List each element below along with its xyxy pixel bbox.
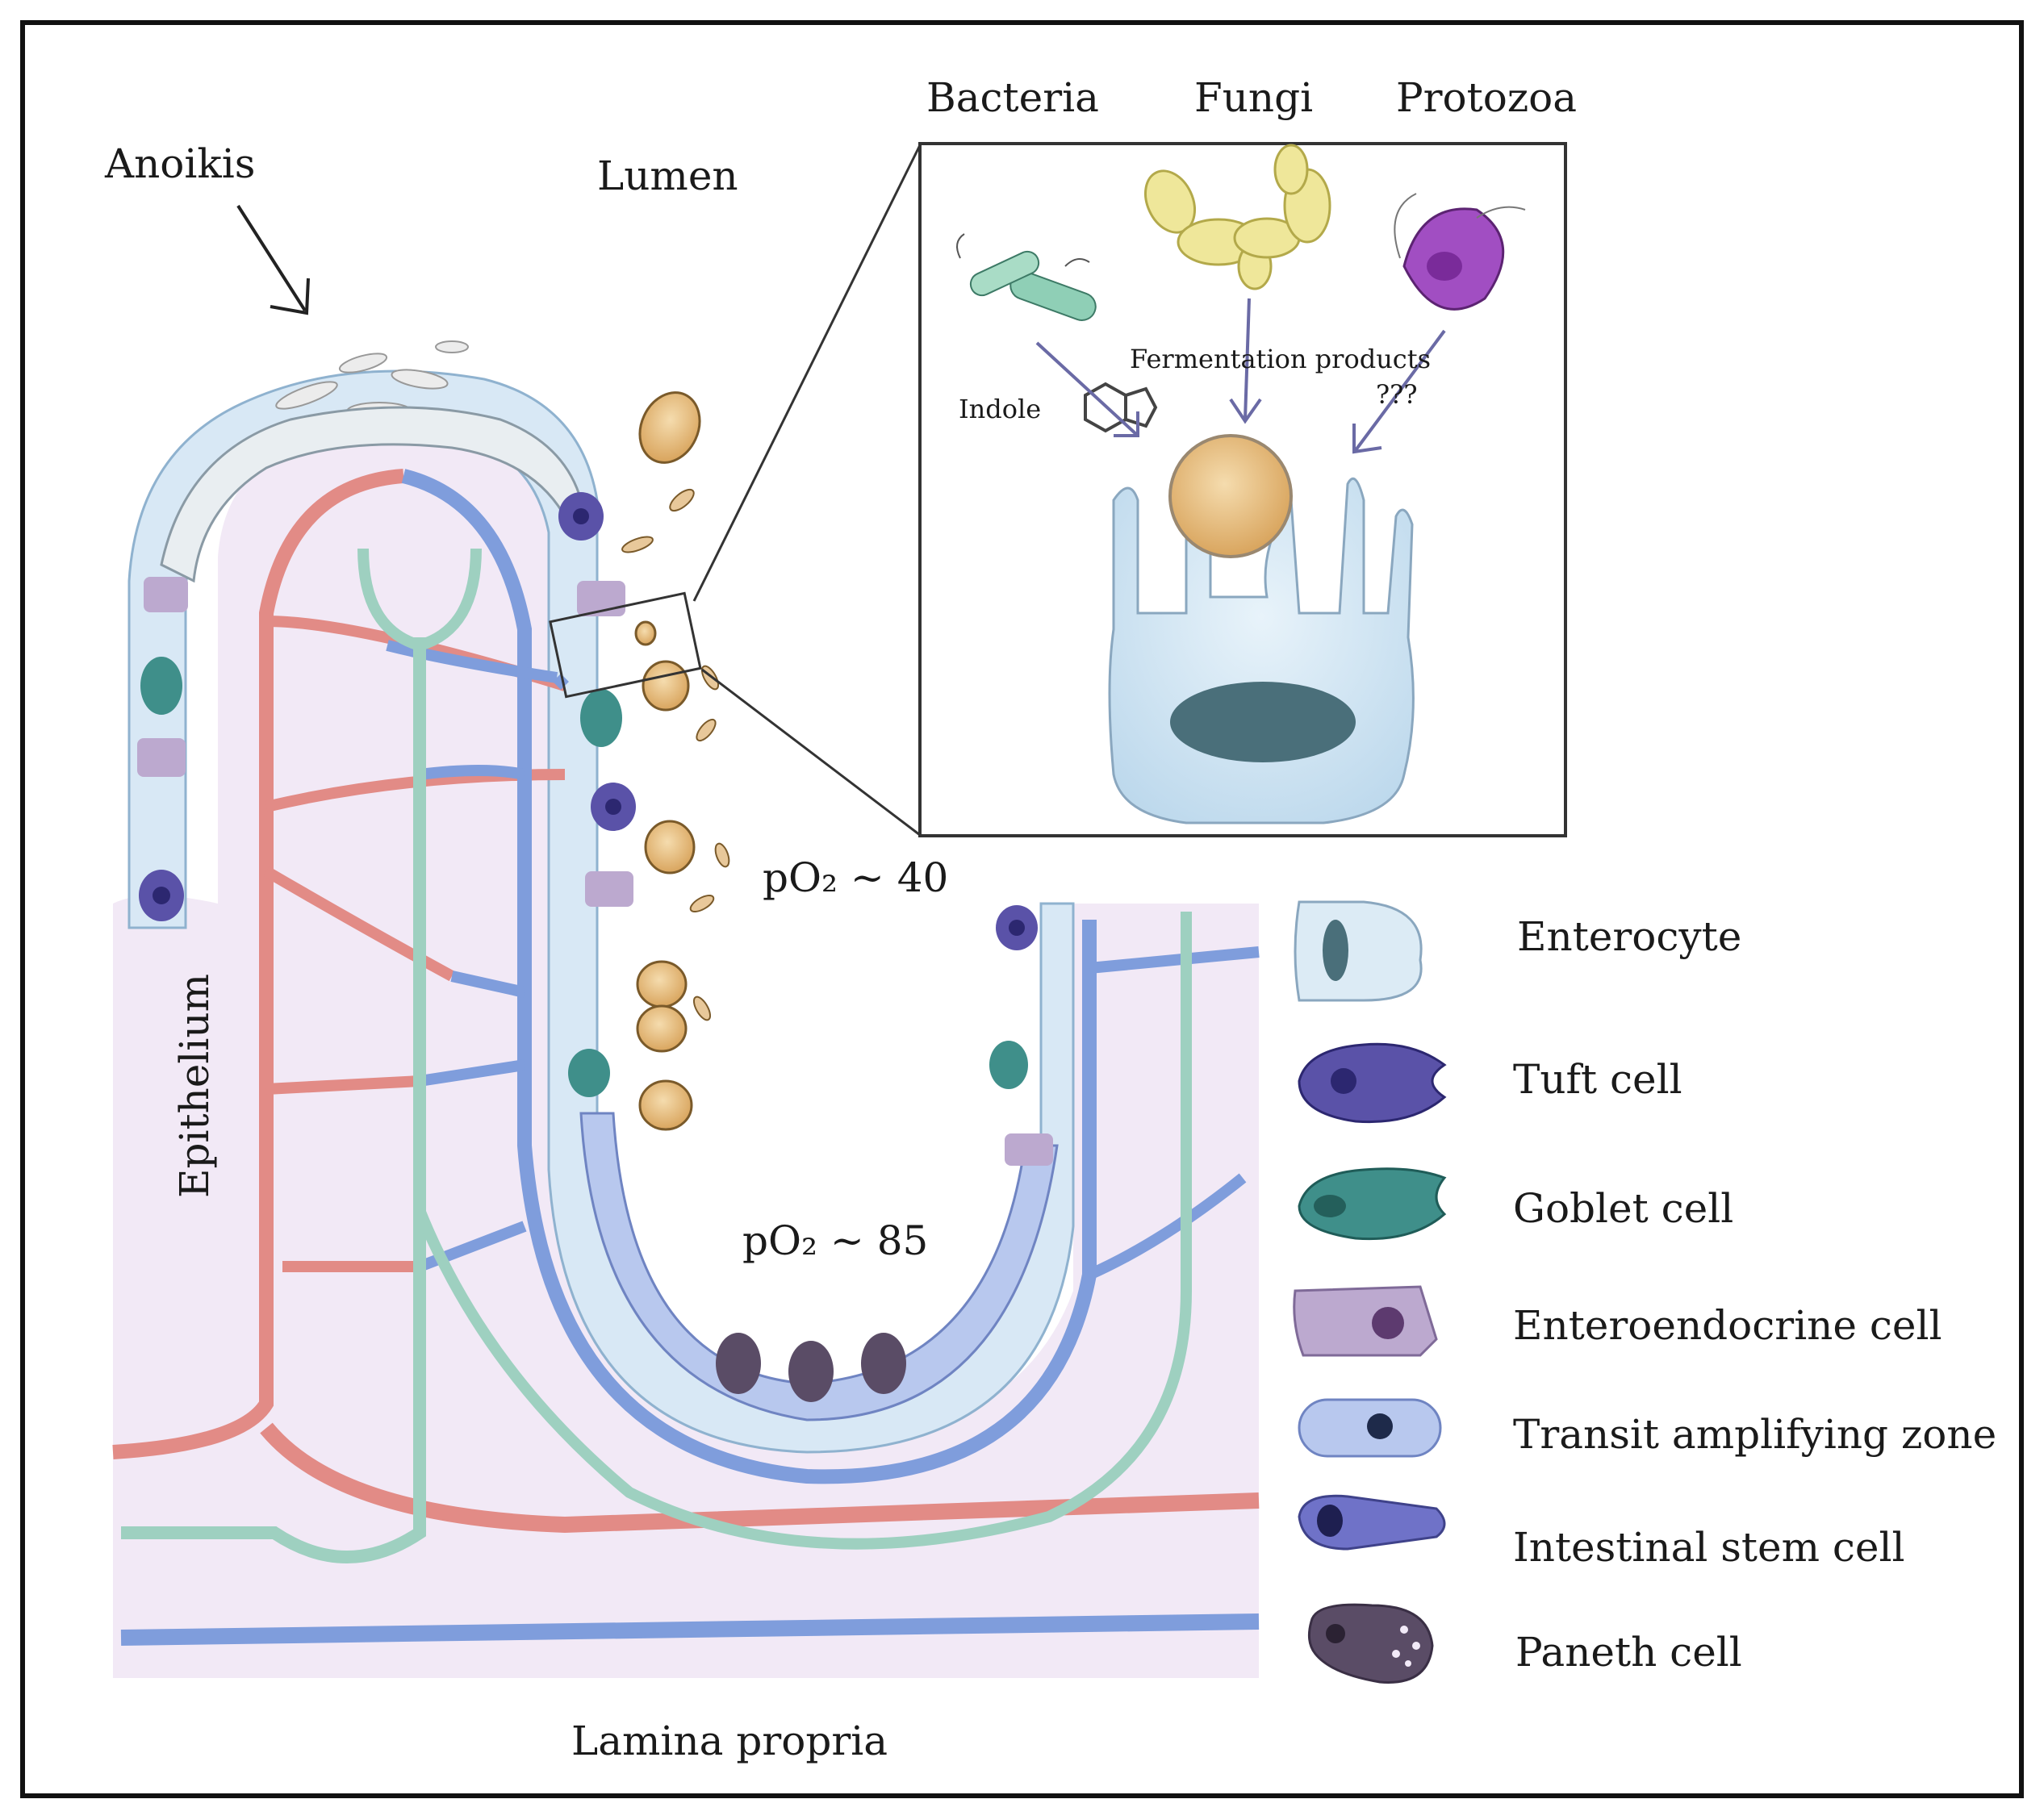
enteroendocrine-cell <box>144 577 188 612</box>
paneth-cell <box>716 1333 761 1394</box>
legend-label: Goblet cell <box>1513 1185 1733 1232</box>
lamina-propria-label: Lamina propria <box>571 1718 888 1764</box>
transit-amplifying-band <box>579 1112 1059 1421</box>
legend-item-goblet-cell: Goblet cell <box>1298 1167 1733 1241</box>
goblet-cell-icon <box>1298 1167 1447 1241</box>
fungi-label: Fungi <box>1194 74 1313 121</box>
vein-vessel <box>120 1613 1260 1646</box>
enteroendocrine-cell-icon <box>1293 1285 1438 1357</box>
paneth-cell-icon <box>1307 1603 1434 1684</box>
po2-upper-label: pO₂ ~ 40 <box>763 854 948 901</box>
legend-label: Intestinal stem cell <box>1513 1524 1905 1571</box>
artery-vessel <box>112 469 404 1459</box>
indole-label: Indole <box>959 394 1041 424</box>
bacteria-label: Bacteria <box>926 74 1099 121</box>
zoom-connector <box>692 144 922 602</box>
unknown-label: ??? <box>1376 379 1417 410</box>
crypt-tissue-right <box>1073 904 1259 1371</box>
vein-branch <box>450 971 526 998</box>
lumen-label: Lumen <box>597 152 738 199</box>
enteroendocrine-cell <box>1005 1133 1053 1166</box>
enterocyte-icon <box>1294 900 1423 1002</box>
legend-label: Tuft cell <box>1513 1056 1682 1103</box>
bacteria-illustration <box>956 233 1097 321</box>
vein-vessel <box>401 469 1097 1484</box>
vein-branch <box>418 1059 526 1087</box>
legend: Enterocyte Tuft cell Goblet cell Enteroe… <box>1293 900 1996 1684</box>
fermentation-products-label: Fermentation products <box>1130 344 1431 374</box>
lymphatic-vessel <box>414 912 1192 1550</box>
artery-branch <box>263 866 455 982</box>
paneth-cell <box>788 1341 834 1402</box>
epithelium-label: Epithelium <box>171 974 218 1198</box>
goblet-cell <box>580 689 622 747</box>
legend-item-enterocyte: Enterocyte <box>1294 900 1741 1002</box>
anoikis-label: Anoikis <box>104 140 255 187</box>
legend-label: Transit amplifying zone <box>1513 1411 1996 1458</box>
legend-item-intestinal-stem-cell: Intestinal stem cell <box>1298 1494 1905 1571</box>
tuft-cell <box>558 492 604 541</box>
inset-enterocyte <box>1108 434 1415 824</box>
goblet-cell <box>568 1049 610 1097</box>
enteroendocrine-cell <box>137 738 186 777</box>
protozoa-illustration <box>1394 193 1526 311</box>
fungi-illustration <box>1144 144 1331 290</box>
anoikis-arrow <box>236 204 307 312</box>
lymphatic-vessel <box>121 637 426 1563</box>
microbe-spores <box>634 391 701 1131</box>
lymphatic-vessel <box>357 548 482 652</box>
protozoa-label: Protozoa <box>1396 74 1577 121</box>
vein-branch <box>386 640 558 683</box>
legend-item-paneth-cell: Paneth cell <box>1307 1603 1742 1684</box>
zoom-region-box <box>549 591 702 699</box>
tuft-cell <box>139 870 184 921</box>
legend-label: Enterocyte <box>1517 913 1741 960</box>
legend-item-tuft-cell: Tuft cell <box>1298 1042 1682 1124</box>
goblet-cell <box>140 657 182 715</box>
crescent-microbes <box>621 488 730 1021</box>
vein-branch <box>1089 946 1260 974</box>
artery-vessel <box>260 1422 1260 1534</box>
vein-branch <box>419 765 526 780</box>
tuft-cell <box>996 905 1038 950</box>
legend-item-transit-amplifying-zone: Transit amplifying zone <box>1298 1398 1996 1458</box>
shedding-cells <box>275 340 469 421</box>
anoikis-arrowhead <box>270 278 310 315</box>
influence-arrows <box>1035 298 1446 454</box>
tuft-cell-icon <box>1298 1042 1447 1124</box>
legend-label: Enteroendocrine cell <box>1513 1302 1942 1349</box>
legend-item-enteroendocrine-cell: Enteroendocrine cell <box>1293 1285 1942 1357</box>
enteroendocrine-cell <box>585 871 633 907</box>
artery-branch <box>265 1075 420 1095</box>
vein-branch <box>1087 1173 1247 1280</box>
zoom-connector <box>701 668 921 837</box>
paneth-cell <box>861 1333 906 1394</box>
lamina-propria-tissue <box>113 433 1259 1679</box>
legend-label: Paneth cell <box>1515 1629 1742 1676</box>
tuft-cell <box>591 783 636 831</box>
indole-molecule-icon <box>1084 382 1158 433</box>
goblet-cell <box>989 1041 1028 1089</box>
po2-lower-label: pO₂ ~ 85 <box>742 1217 928 1264</box>
